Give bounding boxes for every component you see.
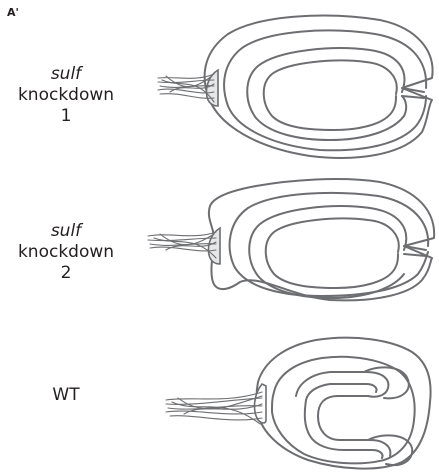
embryo-knockdown-2 [148,179,434,300]
embryo-knockdown-1 [158,16,433,158]
inner-lumen [266,219,399,289]
nerve-bundle [166,392,262,424]
embryo-wt [166,338,431,469]
inner-lumen [264,61,397,131]
inner-loop [247,48,406,140]
nerve-bundle [148,232,216,258]
axon-entry-cap [206,70,218,106]
outer-outline [209,179,434,300]
outer-outline [205,16,433,158]
